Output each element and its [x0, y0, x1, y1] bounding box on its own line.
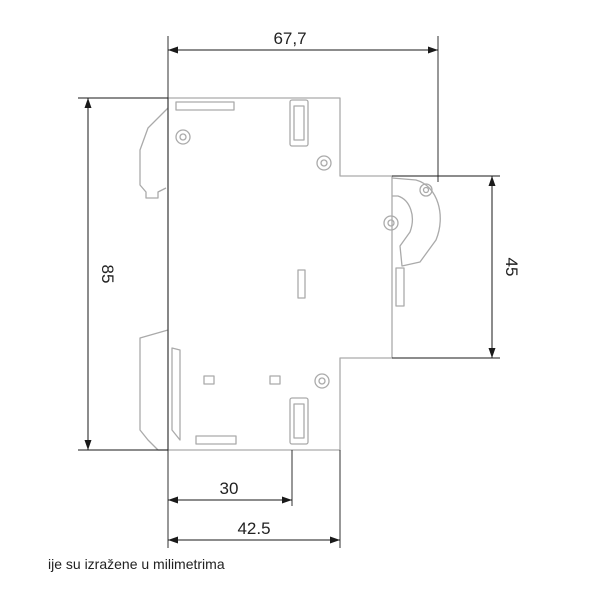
breaker-body	[139, 97, 441, 451]
screw-bottom	[314, 373, 330, 389]
top-clamp-inner	[293, 105, 305, 141]
lever-pivot	[419, 183, 433, 197]
extension-lines	[78, 36, 500, 548]
units-caption: ije su izražene u milimetrima	[48, 556, 225, 572]
screw-top-left	[175, 129, 191, 145]
dimension-lines	[84, 46, 496, 544]
housing-outline	[167, 97, 393, 451]
center-mark	[297, 269, 306, 299]
bottom-clamp-block	[289, 397, 309, 445]
bottom-terminal-profile	[139, 329, 169, 451]
dim-label-depth-b: 42.5	[237, 519, 270, 538]
bottom-label-slot	[195, 435, 237, 445]
dim-label-width: 67,7	[273, 29, 306, 48]
toggle-lever	[391, 177, 441, 267]
screw-top-right	[316, 155, 332, 171]
bottom-clamp-inner	[293, 403, 305, 439]
dim-label-height: 85	[98, 265, 117, 284]
top-terminal-profile	[139, 107, 169, 199]
screw-center	[383, 215, 399, 231]
lever-slot	[395, 267, 405, 307]
top-label-slot	[175, 101, 235, 111]
bottom-clip	[171, 347, 181, 441]
dim-label-depth-a: 30	[220, 479, 239, 498]
top-clamp-block	[289, 99, 309, 147]
dim-label-front: 45	[502, 258, 521, 277]
